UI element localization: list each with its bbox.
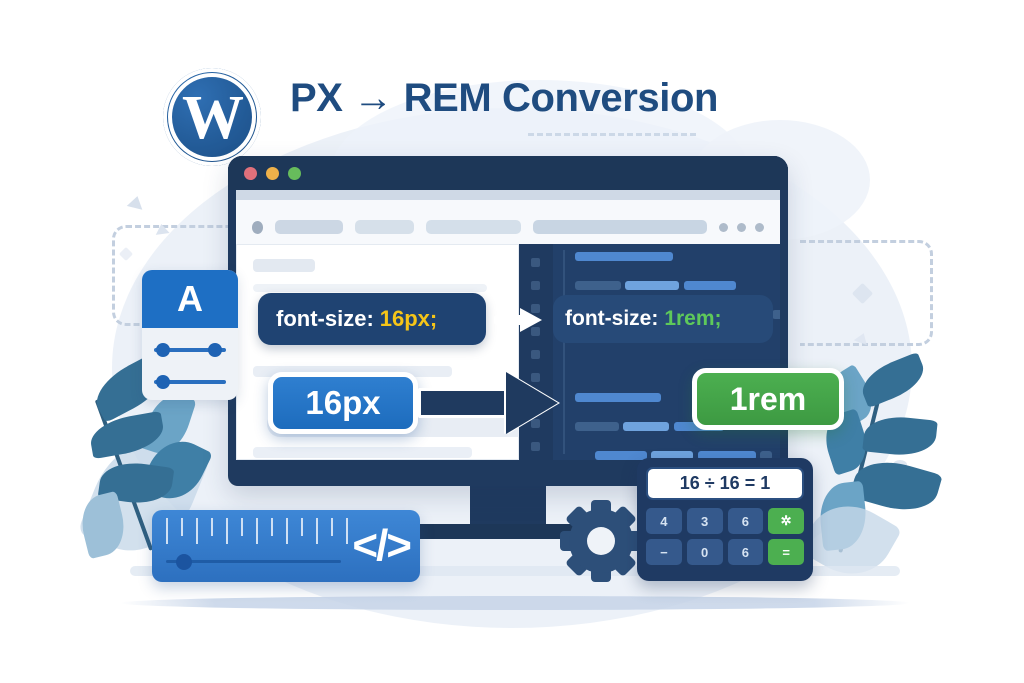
title-prefix: PX: [290, 76, 343, 120]
decorative-plant-right: [797, 351, 990, 591]
page-placeholder-heading: [253, 259, 315, 272]
ground-shadow: [120, 596, 910, 610]
browser-menu-icon[interactable]: [719, 222, 764, 232]
triangle-decoration: [154, 223, 170, 235]
window-minimize-button[interactable]: [266, 166, 279, 180]
triangle-decoration: [126, 194, 146, 210]
title-arrow-icon: →: [353, 76, 393, 120]
title-suffix: REM Conversion: [403, 76, 719, 120]
ruler-widget[interactable]: </>: [152, 510, 420, 582]
toolbar-placeholder[interactable]: [275, 220, 343, 234]
header: W PX → REM Conversion: [0, 28, 1024, 166]
page-title: PX → REM Conversion: [290, 76, 718, 121]
page-placeholder-line: [253, 284, 487, 292]
desk-surface: [130, 566, 900, 576]
css-declaration-source: font-size: 16px ;: [258, 293, 486, 345]
calculator-key[interactable]: 4: [646, 508, 682, 534]
ruler-slider-handle[interactable]: [176, 554, 192, 570]
dashed-decoration-right: [800, 240, 933, 346]
px-value-badge: 16px: [268, 372, 418, 434]
font-size-slider[interactable]: [152, 342, 228, 358]
calculator-keypad: 4 3 6 ✲ − 0 6 =: [646, 508, 804, 565]
calculator-key[interactable]: 6: [727, 508, 764, 534]
css-semicolon: ;: [429, 306, 438, 331]
ruler-ticks: [166, 518, 348, 544]
calculator-display: 16 ÷ 16 = 1: [646, 467, 804, 500]
calculator-key-equals[interactable]: =: [768, 539, 804, 565]
unit-conversion-arrow-icon: [418, 372, 562, 434]
calculator-key-operator[interactable]: ✲: [768, 508, 804, 534]
calculator-key[interactable]: 6: [727, 539, 764, 565]
css-value-rem: 1rem: [664, 307, 715, 330]
typography-panel-body: [142, 328, 238, 390]
typography-settings-panel[interactable]: A: [142, 270, 238, 400]
browser-tabstrip: [236, 190, 780, 200]
browser-titlebar: [228, 156, 788, 190]
address-bar[interactable]: [533, 220, 707, 234]
window-maximize-button[interactable]: [288, 166, 301, 180]
window-close-button[interactable]: [244, 166, 257, 180]
line-height-slider[interactable]: [152, 374, 228, 390]
css-semicolon: ;: [714, 307, 722, 330]
css-property-name: font-size:: [276, 306, 374, 331]
browser-toolbar: [236, 200, 780, 244]
ruler-slider-track[interactable]: [166, 560, 341, 563]
wordpress-logo-icon: W: [163, 68, 261, 166]
monitor-neck: [470, 486, 546, 530]
calculator-widget[interactable]: 16 ÷ 16 = 1 4 3 6 ✲ − 0 6 =: [637, 458, 813, 581]
dashed-line-decoration: [528, 133, 696, 136]
page-placeholder-line: [253, 366, 453, 377]
letter-a-icon: A: [177, 278, 203, 319]
css-property-name: font-size:: [565, 307, 659, 330]
calculator-key[interactable]: 0: [686, 539, 723, 565]
code-conversion-arrow-icon: [494, 308, 558, 332]
page-placeholder-line: [253, 447, 472, 458]
rem-value-badge: 1rem: [692, 368, 844, 430]
toolbar-placeholder[interactable]: [425, 220, 522, 234]
browser-profile-icon[interactable]: [252, 220, 264, 234]
calculator-key[interactable]: 3: [686, 508, 723, 534]
calculator-key[interactable]: −: [646, 539, 682, 565]
logo-ring: [168, 73, 256, 161]
css-value-px: 16px: [379, 306, 430, 331]
toolbar-placeholder[interactable]: [354, 220, 414, 234]
typography-panel-header: A: [142, 270, 238, 328]
code-gutter-rule: [562, 250, 565, 454]
logo-letter: W: [182, 84, 244, 152]
code-brackets-icon: </>: [352, 521, 412, 570]
css-declaration-target: font-size: 1rem ;: [553, 295, 773, 343]
gear-icon: [560, 500, 642, 582]
